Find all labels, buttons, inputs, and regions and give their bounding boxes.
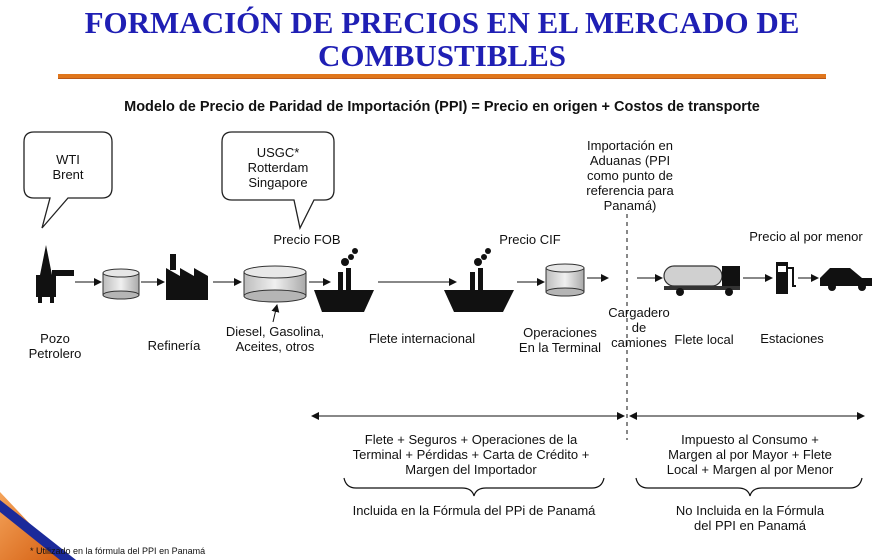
- customs-note-line: Panamá): [603, 198, 657, 213]
- included-costs-line: Flete + Seguros + Operaciones de la: [364, 432, 578, 447]
- tanker-ship-icon: [314, 248, 374, 312]
- market-singapore: Singapore: [248, 175, 308, 190]
- included-caption: Incluida en la Fórmula del PPi de Panamá: [352, 503, 596, 518]
- title-divider-shadow: [58, 78, 826, 79]
- stage-terminal-label: Operaciones: [523, 325, 597, 340]
- tanker-ship-icon: [444, 248, 514, 312]
- car-icon: [820, 268, 872, 291]
- markets-bubble: [221, 131, 335, 230]
- stage-refinery-label: Refinería: [147, 338, 201, 353]
- stage-loading-label: camiones: [611, 335, 667, 350]
- customs-note-line: Importación en: [587, 138, 673, 153]
- terminal-tank-icon: [545, 263, 585, 297]
- stage-terminal-label: En la Terminal: [518, 340, 602, 355]
- market-usgc: USGC*: [256, 145, 300, 160]
- page-title-line-1: FORMACIÓN DE PRECIOS EN EL MERCADO DE: [84, 5, 800, 40]
- excluded-costs-line: Impuesto al Consumo +: [681, 432, 819, 447]
- excluded-caption: del PPI en Panamá: [693, 518, 807, 533]
- stage-local-freight-label: Flete local: [674, 332, 734, 347]
- stage-loading-label: Cargadero: [608, 305, 670, 320]
- customs-note-line: Aduanas (PPI: [589, 153, 671, 168]
- crude-bubble: [23, 131, 113, 229]
- stage-well-label: Pozo: [40, 331, 70, 346]
- stage-loading-label: de: [631, 320, 647, 335]
- stage-freight-label: Flete internacional: [368, 331, 476, 346]
- excluded-costs-line: Local + Margen al por Menor: [666, 462, 834, 477]
- crude-benchmark-wti: WTI: [56, 152, 80, 167]
- stage-products-label: Diesel, Gasolina,: [225, 324, 325, 339]
- product-pointer-arrow: [271, 304, 280, 323]
- refinery-icon: [166, 254, 208, 300]
- price-retail-label: Precio al por menor: [749, 229, 863, 244]
- customs-note-line: referencia para: [586, 183, 674, 198]
- model-subtitle: Modelo de Precio de Paridad de Importaci…: [124, 99, 760, 115]
- page-title-line-2: COMBUSTIBLES: [317, 38, 567, 73]
- stage-well-label: Petrolero: [28, 346, 82, 361]
- fuel-pump-icon: [776, 262, 796, 294]
- crude-tank-icon: [102, 268, 140, 300]
- title-divider: [58, 74, 826, 78]
- excluded-caption: No Incluida en la Fórmula: [675, 503, 825, 518]
- price-fob-label: Precio FOB: [273, 232, 341, 247]
- stage-stations-label: Estaciones: [760, 331, 824, 346]
- included-costs-line: Terminal + Pérdidas + Carta de Crédito +: [352, 447, 590, 462]
- included-brace: [343, 477, 605, 497]
- included-costs-line: Margen del Importador: [405, 462, 537, 477]
- storage-tank-icon: [243, 265, 307, 303]
- customs-note-line: como punto de: [586, 168, 673, 183]
- market-rotterdam: Rotterdam: [247, 160, 309, 175]
- corner-decoration-stripe: [0, 500, 76, 560]
- oil-well-icon: [36, 245, 74, 303]
- stage-products-label: Aceites, otros: [235, 339, 315, 354]
- excluded-brace: [635, 477, 863, 497]
- excluded-costs-line: Margen al por Mayor + Flete: [668, 447, 832, 462]
- footnote: * Utilizado en la fórmula del PPI en Pan…: [30, 546, 206, 556]
- price-cif-label: Precio CIF: [499, 232, 561, 247]
- tanker-truck-icon: [663, 265, 740, 296]
- crude-benchmark-brent: Brent: [52, 167, 84, 182]
